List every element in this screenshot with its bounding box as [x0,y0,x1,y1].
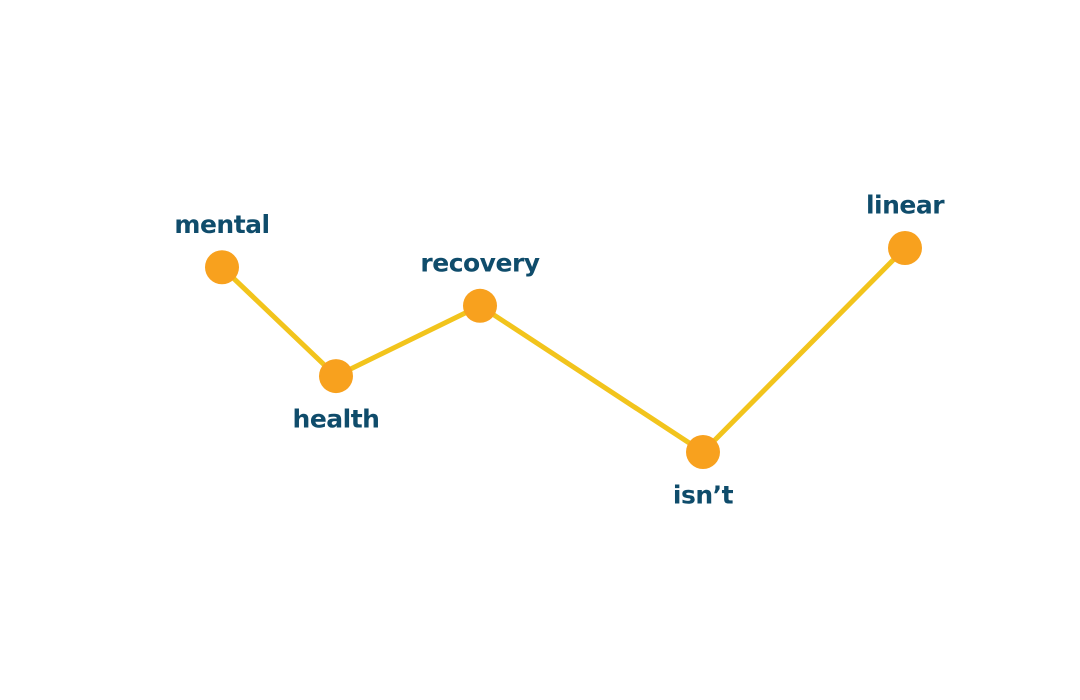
line-segment [219,264,339,379]
data-label: health [293,405,380,434]
data-label-group: mental health recovery isn’t linear [174,191,945,510]
data-label: isn’t [673,481,734,510]
data-point-5 [888,231,922,265]
data-label: linear [866,191,945,220]
line-segment [333,303,483,379]
data-point-4 [686,435,720,469]
data-label: mental [174,210,269,239]
data-point-group [205,231,922,469]
data-point-1 [205,250,239,285]
data-point-2 [319,359,353,394]
data-point-3 [463,288,497,323]
data-label: recovery [420,248,539,277]
line-segment [700,245,908,455]
line-segment [477,303,706,455]
series-line-group [219,245,908,455]
